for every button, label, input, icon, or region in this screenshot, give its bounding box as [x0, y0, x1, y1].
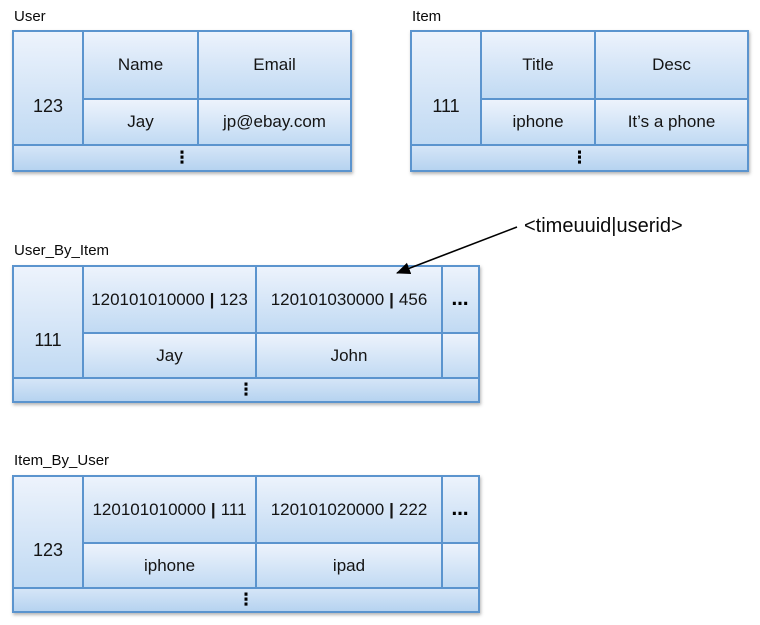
more-rows-cell: ⋮	[412, 146, 747, 170]
vertical-ellipsis-icon: ⋮	[237, 379, 255, 400]
horizontal-ellipsis-icon: …	[451, 289, 470, 310]
column-header-cell: Name	[84, 32, 199, 100]
column-header-cell: Title	[482, 32, 596, 100]
column-value-cell: jp@ebay.com	[199, 100, 350, 146]
row-key-cell: 111	[14, 267, 84, 379]
table-title-user-by-item: User_By_Item	[14, 242, 110, 259]
pipe-separator: |	[389, 289, 394, 309]
column-value-cell: iphone	[84, 544, 257, 589]
pipe-separator: |	[389, 499, 394, 519]
row-key-cell: 123	[14, 477, 84, 589]
itemid-part: 111	[220, 499, 247, 519]
table-title-user: User	[14, 8, 46, 25]
vertical-ellipsis-icon: ⋮	[173, 147, 191, 168]
column-header-cell: Desc	[596, 32, 747, 100]
vertical-ellipsis-icon: ⋮	[237, 589, 255, 610]
composite-column-header-cell: 120101010000|111	[84, 477, 257, 544]
more-rows-cell: ⋮	[14, 379, 478, 401]
column-value-cell: Jay	[84, 334, 257, 379]
table-title-item: Item	[412, 8, 442, 25]
table-user-by-item: 111 120101010000|123 120101030000|456 … …	[12, 265, 480, 403]
table-title-item-by-user: Item_By_User	[14, 452, 110, 469]
row-key-cell: 111	[412, 32, 482, 146]
column-name-annotation: <timeuuid|userid>	[524, 215, 683, 237]
more-rows-cell: ⋮	[14, 589, 478, 611]
column-value-cell: ipad	[257, 544, 443, 589]
overflow-header-cell: …	[443, 267, 478, 334]
composite-column-header-cell: 120101010000|123	[84, 267, 257, 334]
overflow-header-cell: …	[443, 477, 478, 544]
overflow-value-cell	[443, 334, 478, 379]
userid-part: 456	[398, 289, 428, 309]
row-key-cell: 123	[14, 32, 84, 146]
column-value-cell: iphone	[482, 100, 596, 146]
column-value-cell: Jay	[84, 100, 199, 146]
pipe-separator: |	[210, 499, 216, 519]
composite-column-header-cell: 120101030000|456	[257, 267, 443, 334]
table-item-by-user: 123 120101010000|111 120101020000|222 … …	[12, 475, 480, 613]
timeuuid-part: 120101010000	[91, 289, 205, 309]
userid-part: 123	[219, 289, 248, 309]
timeuuid-part: 120101030000	[270, 289, 385, 309]
vertical-ellipsis-icon: ⋮	[571, 147, 588, 168]
more-rows-cell: ⋮	[14, 146, 350, 170]
table-user: 123 Name Email Jay jp@ebay.com ⋮	[12, 30, 352, 172]
horizontal-ellipsis-icon: …	[451, 499, 470, 520]
overflow-value-cell	[443, 544, 478, 589]
timeuuid-part: 120101020000	[270, 499, 385, 519]
composite-column-header-cell: 120101020000|222	[257, 477, 443, 544]
timeuuid-part: 120101010000	[92, 499, 206, 519]
pipe-separator: |	[209, 289, 215, 309]
column-value-cell: It’s a phone	[596, 100, 747, 146]
column-value-cell: John	[257, 334, 443, 379]
column-header-cell: Email	[199, 32, 350, 100]
table-item: 111 Title Desc iphone It’s a phone ⋮	[410, 30, 749, 172]
itemid-part: 222	[398, 499, 428, 519]
